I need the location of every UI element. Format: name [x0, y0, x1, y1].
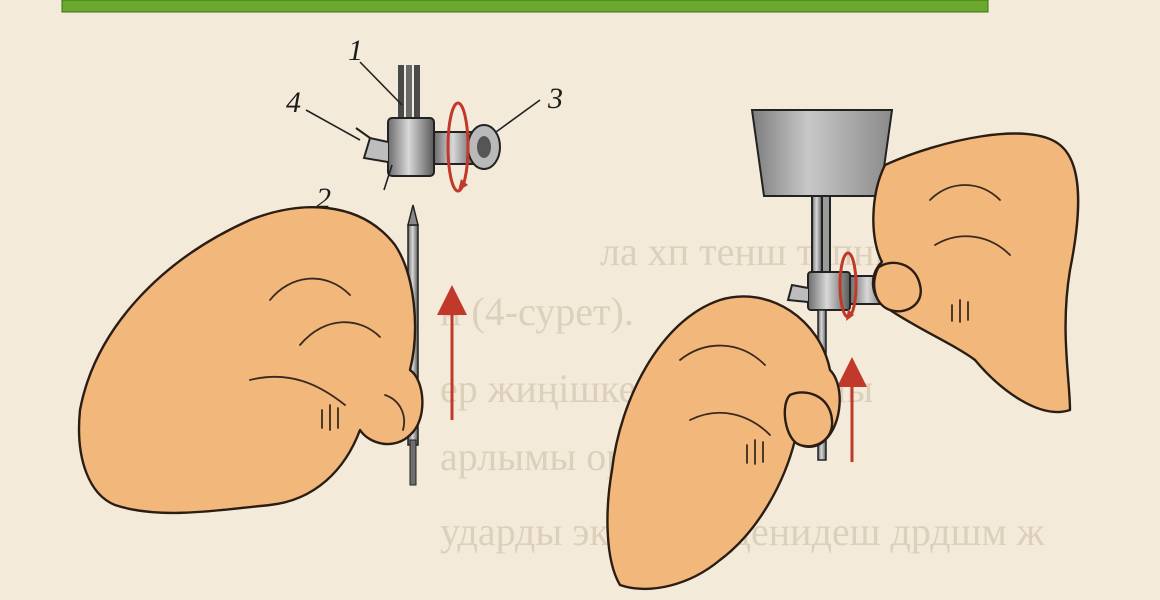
presser-cup	[752, 110, 892, 196]
callout-label: 3	[547, 82, 563, 115]
callout-label: 4	[286, 86, 301, 119]
needle-clamp-assembly	[356, 65, 500, 191]
bg-text-line: н (4-сурет).	[440, 289, 634, 334]
callout-label: 1	[348, 34, 363, 67]
bg-text-line: ла хп тенш тапны	[600, 229, 901, 274]
hand-upper	[873, 134, 1078, 412]
header-bar	[62, 0, 988, 12]
hand	[79, 207, 422, 513]
